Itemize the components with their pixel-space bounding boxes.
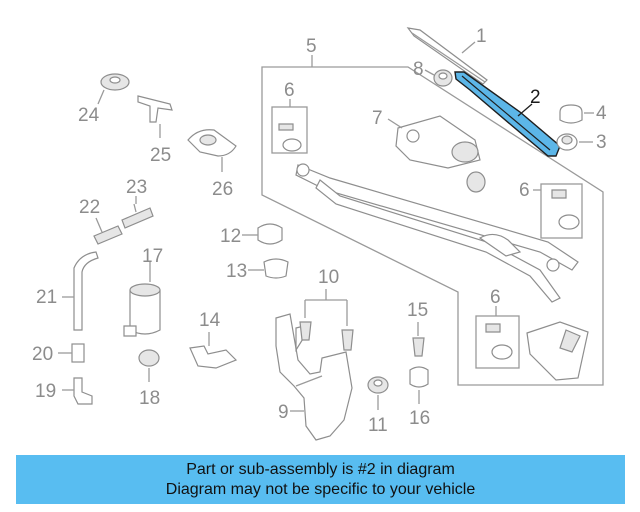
callout-12: 12 <box>220 226 241 247</box>
screw-part <box>412 337 425 357</box>
bolt-pair-part <box>299 321 354 351</box>
wiper-motor-part <box>395 115 481 169</box>
callout-8: 8 <box>413 59 424 80</box>
cap-nut-part <box>409 366 429 388</box>
info-banner: Part or sub-assembly is #2 in diagram Di… <box>16 455 625 504</box>
parts-diagram: 1 2 3 4 5 6 6 6 <box>32 26 607 441</box>
wiper-arm-part[interactable] <box>454 71 561 157</box>
callout-20: 20 <box>32 344 53 365</box>
tee-connector-part <box>121 203 154 229</box>
callout-15: 15 <box>407 300 428 321</box>
callout-16: 16 <box>409 408 430 429</box>
callout-13: 13 <box>226 261 247 282</box>
clip-part <box>257 223 283 245</box>
pump-grommet-part <box>138 349 160 367</box>
callout-24: 24 <box>78 105 100 126</box>
washer-pump-part <box>123 283 161 337</box>
callout-9: 9 <box>278 402 289 423</box>
wiper-linkage-part <box>295 163 589 381</box>
banner-line-1: Part or sub-assembly is #2 in diagram <box>186 460 455 478</box>
nozzle-bracket-part <box>137 95 173 123</box>
bracket-part <box>189 345 238 369</box>
nozzle-connector-part <box>93 225 123 245</box>
callout-3: 3 <box>596 132 607 153</box>
callout-25: 25 <box>150 145 171 166</box>
bolt-kit-box-2 <box>540 183 583 239</box>
callout-4: 4 <box>596 103 607 124</box>
cap-part <box>559 104 583 124</box>
callout-6b: 6 <box>519 180 530 201</box>
bolt-kit-box-3 <box>475 315 520 369</box>
callout-5: 5 <box>306 36 317 57</box>
callout-23: 23 <box>126 177 147 198</box>
callout-7: 7 <box>372 108 383 129</box>
reservoir-grommet-part <box>367 376 389 394</box>
washer-hose-part <box>73 251 99 331</box>
callout-17: 17 <box>142 246 163 267</box>
callout-21: 21 <box>36 287 57 308</box>
callout-22: 22 <box>79 197 100 218</box>
banner-line-2: Diagram may not be specific to your vehi… <box>165 480 476 498</box>
callout-11: 11 <box>368 415 388 436</box>
callout-19: 19 <box>35 381 56 402</box>
callout-14: 14 <box>199 310 221 331</box>
callout-1: 1 <box>476 26 487 47</box>
callout-26: 26 <box>212 179 233 200</box>
callout-6c: 6 <box>490 287 501 308</box>
callout-2: 2 <box>530 87 541 108</box>
assembly-outline <box>261 66 604 386</box>
connector-part <box>71 343 85 363</box>
nut-part <box>556 133 578 151</box>
bolt-kit-box-1 <box>271 106 308 154</box>
hose-elbow-part <box>73 377 93 405</box>
callout-10: 10 <box>318 267 339 288</box>
wiper-blade-part <box>406 27 488 85</box>
round-grommet-part <box>100 73 130 91</box>
grommet-part <box>433 69 453 87</box>
bushing-part <box>263 258 289 279</box>
callout-18: 18 <box>139 388 160 409</box>
callout-6a: 6 <box>284 80 295 101</box>
blade-cover-part <box>187 129 237 157</box>
